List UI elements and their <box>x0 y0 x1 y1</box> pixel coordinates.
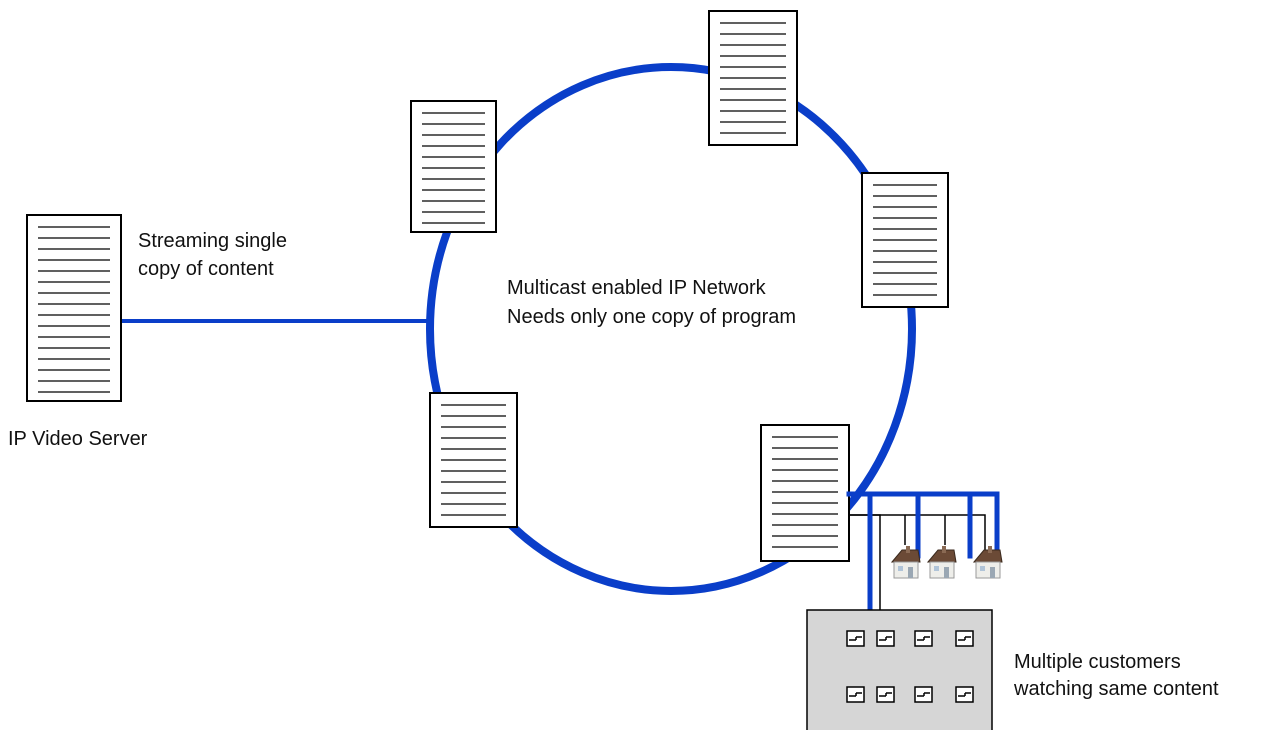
network-label-line1: Multicast enabled IP Network <box>507 277 766 299</box>
router-bottom-right <box>760 424 850 562</box>
router-right <box>861 172 949 308</box>
multicast-branches <box>846 491 1000 612</box>
house-icon <box>890 546 921 579</box>
router-top-left <box>410 100 497 233</box>
network-label-line2: Needs only one copy of program <box>507 306 797 328</box>
server-label: IP Video Server <box>8 428 148 450</box>
server-rack-icon <box>26 214 122 402</box>
house-icon <box>926 546 957 579</box>
router-bottom-left <box>429 392 518 528</box>
house-icon <box>972 546 1003 579</box>
apartment-building-icon <box>806 609 993 730</box>
customers-label-line2: watching same content <box>1014 678 1219 700</box>
streaming-label-line1: Streaming single <box>138 230 287 252</box>
streaming-label-line2: copy of content <box>138 258 274 280</box>
customers-label-line1: Multiple customers <box>1014 651 1181 673</box>
router-top <box>708 10 798 146</box>
network-ring <box>426 63 916 595</box>
